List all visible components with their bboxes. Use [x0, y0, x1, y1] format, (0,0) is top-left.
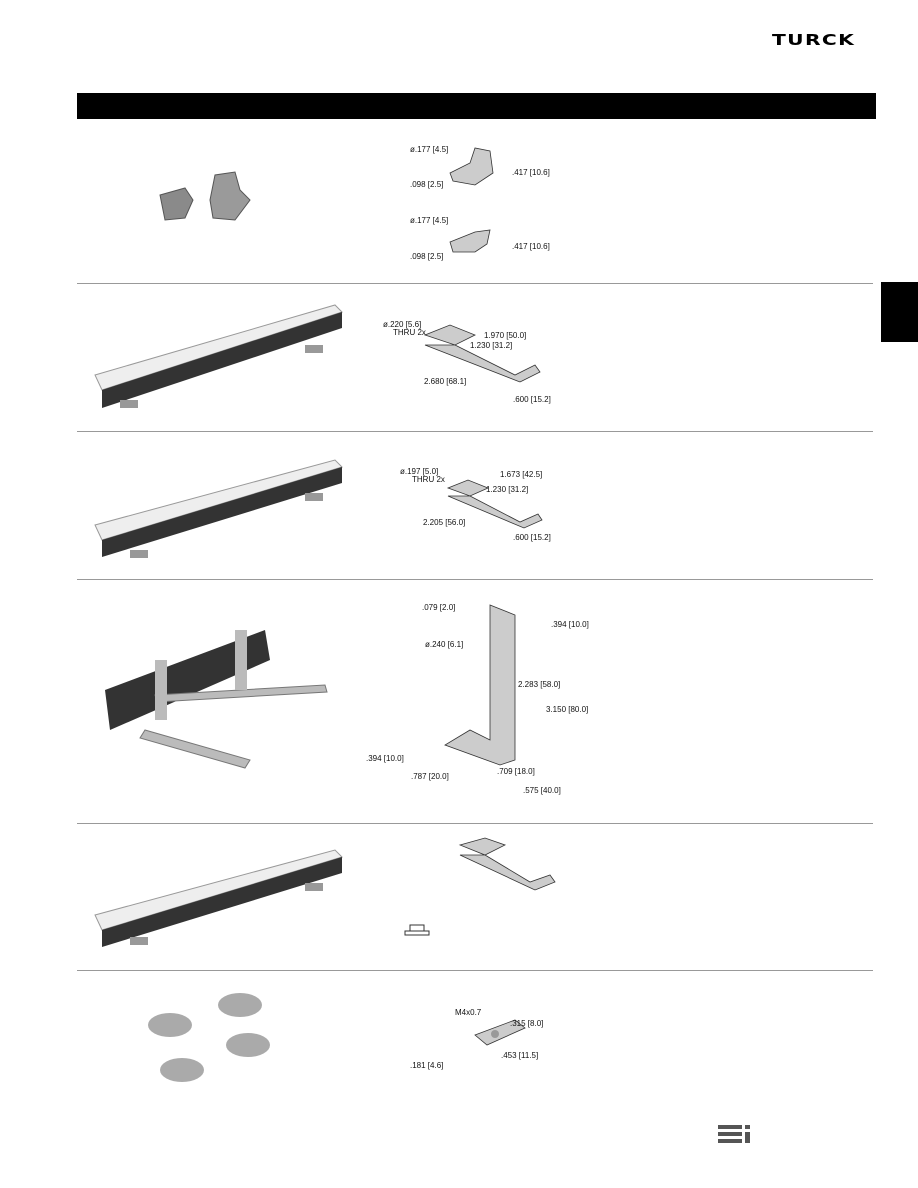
dim-label: M4x0.7: [455, 1008, 482, 1017]
t-nut-photos: [148, 993, 270, 1082]
dim-label: 2.680 [68.1]: [424, 377, 467, 386]
section-tab[interactable]: [881, 282, 918, 342]
dim-label: .417 [10.6]: [512, 168, 550, 177]
list-icon[interactable]: [718, 1125, 752, 1143]
dim-label: .181 [4.6]: [410, 1061, 444, 1070]
sensor-photo: [94, 304, 343, 408]
bracket-drawing-2: [449, 229, 491, 253]
dim-label: .394 [10.0]: [366, 754, 404, 763]
row-divider: [77, 970, 873, 971]
dim-label: ø.177 [4.5]: [410, 145, 449, 154]
dim-label: ø.240 [6.1]: [425, 640, 464, 649]
t-nut-drawing: [474, 1019, 526, 1046]
dim-label: 1.673 [42.5]: [500, 470, 543, 479]
bracket-section-drawing: [404, 924, 430, 936]
dim-label: 2.205 [56.0]: [423, 518, 466, 527]
mounting-bracket-drawing: [423, 324, 541, 383]
dim-label: THRU 2x: [393, 328, 426, 337]
bracket-photo-pair: [159, 171, 251, 221]
dim-label: 2.283 [58.0]: [518, 680, 561, 689]
row-divider: [77, 579, 873, 580]
dim-label: 1.230 [31.2]: [486, 485, 529, 494]
dim-label: .575 [40.0]: [523, 786, 561, 795]
dim-label: .098 [2.5]: [410, 180, 444, 189]
dim-label: .600 [15.2]: [513, 533, 551, 542]
row-divider: [77, 823, 873, 824]
section-header-bar: [77, 93, 876, 119]
dim-label: .787 [20.0]: [411, 772, 449, 781]
sensor-with-l-bracket-photo: [105, 630, 328, 769]
dim-label: THRU 2x: [412, 475, 445, 484]
dim-label: ø.197 [5.0]: [400, 467, 439, 476]
dim-label: ø.220 [5.6]: [383, 320, 422, 329]
bracket-drawing-undimensioned: [458, 837, 556, 891]
dim-label: 3.150 [80.0]: [546, 705, 589, 714]
dim-label: .315 [8.0]: [510, 1019, 544, 1028]
row-divider: [77, 431, 873, 432]
row-divider: [77, 283, 873, 284]
dim-label: .417 [10.6]: [512, 242, 550, 251]
bracket-drawing-1: [449, 147, 494, 186]
sensor-photo: [94, 849, 343, 947]
dim-label: ø.177 [4.5]: [410, 216, 449, 225]
turck-logo: TURCK: [772, 31, 856, 49]
l-bracket-drawing: [444, 604, 516, 766]
sensor-photo: [94, 459, 343, 558]
dim-label: .079 [2.0]: [422, 603, 456, 612]
dim-label: .394 [10.0]: [551, 620, 589, 629]
dim-label: 1.970 [50.0]: [484, 331, 527, 340]
dim-label: 1.230 [31.2]: [470, 341, 513, 350]
dim-label: .600 [15.2]: [513, 395, 551, 404]
dim-label: .098 [2.5]: [410, 252, 444, 261]
dim-label: .709 [18.0]: [497, 767, 535, 776]
mounting-bracket-drawing: [446, 479, 543, 529]
dim-label: .453 [11.5]: [501, 1051, 539, 1060]
